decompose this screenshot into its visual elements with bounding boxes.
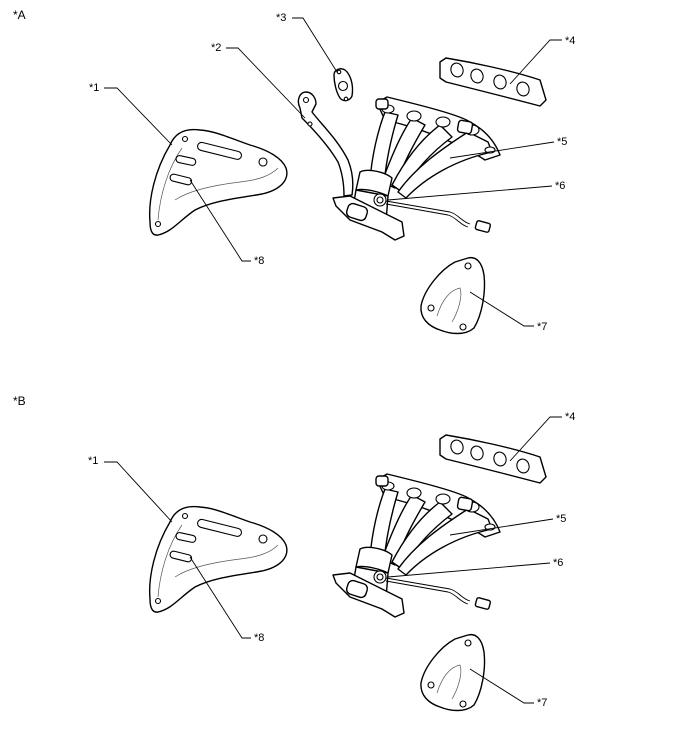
view-b-label: *B (13, 394, 26, 408)
callout-b-8: *8 (254, 632, 265, 644)
callout-a-4: *4 (565, 35, 576, 47)
callout-b-5: *5 (556, 513, 567, 525)
view-a-label: *A (13, 8, 26, 22)
manifold-gasket-b (439, 434, 547, 484)
callout-a-1: *1 (89, 82, 100, 94)
manifold-gasket-a (439, 57, 547, 107)
callout-a-2: *2 (211, 42, 222, 54)
callout-a-7: *7 (537, 321, 548, 333)
callout-a-5: *5 (557, 136, 568, 148)
callout-a-3: *3 (276, 12, 287, 24)
callout-a-8: *8 (254, 255, 265, 267)
exhaust-manifold-a (332, 96, 501, 241)
callout-b-7: *7 (537, 697, 548, 709)
view-b (104, 416, 562, 712)
callout-b-6: *6 (553, 557, 564, 569)
oil-gauge-guide (297, 91, 354, 197)
view-a (104, 17, 562, 335)
callout-b-4: *4 (565, 411, 576, 423)
exhaust-manifold-b (332, 473, 501, 618)
callout-b-1: *1 (88, 455, 99, 467)
heat-insulator-upper-a (148, 128, 288, 236)
heat-insulator-upper-b (148, 505, 288, 613)
callout-a-6: *6 (555, 180, 566, 192)
